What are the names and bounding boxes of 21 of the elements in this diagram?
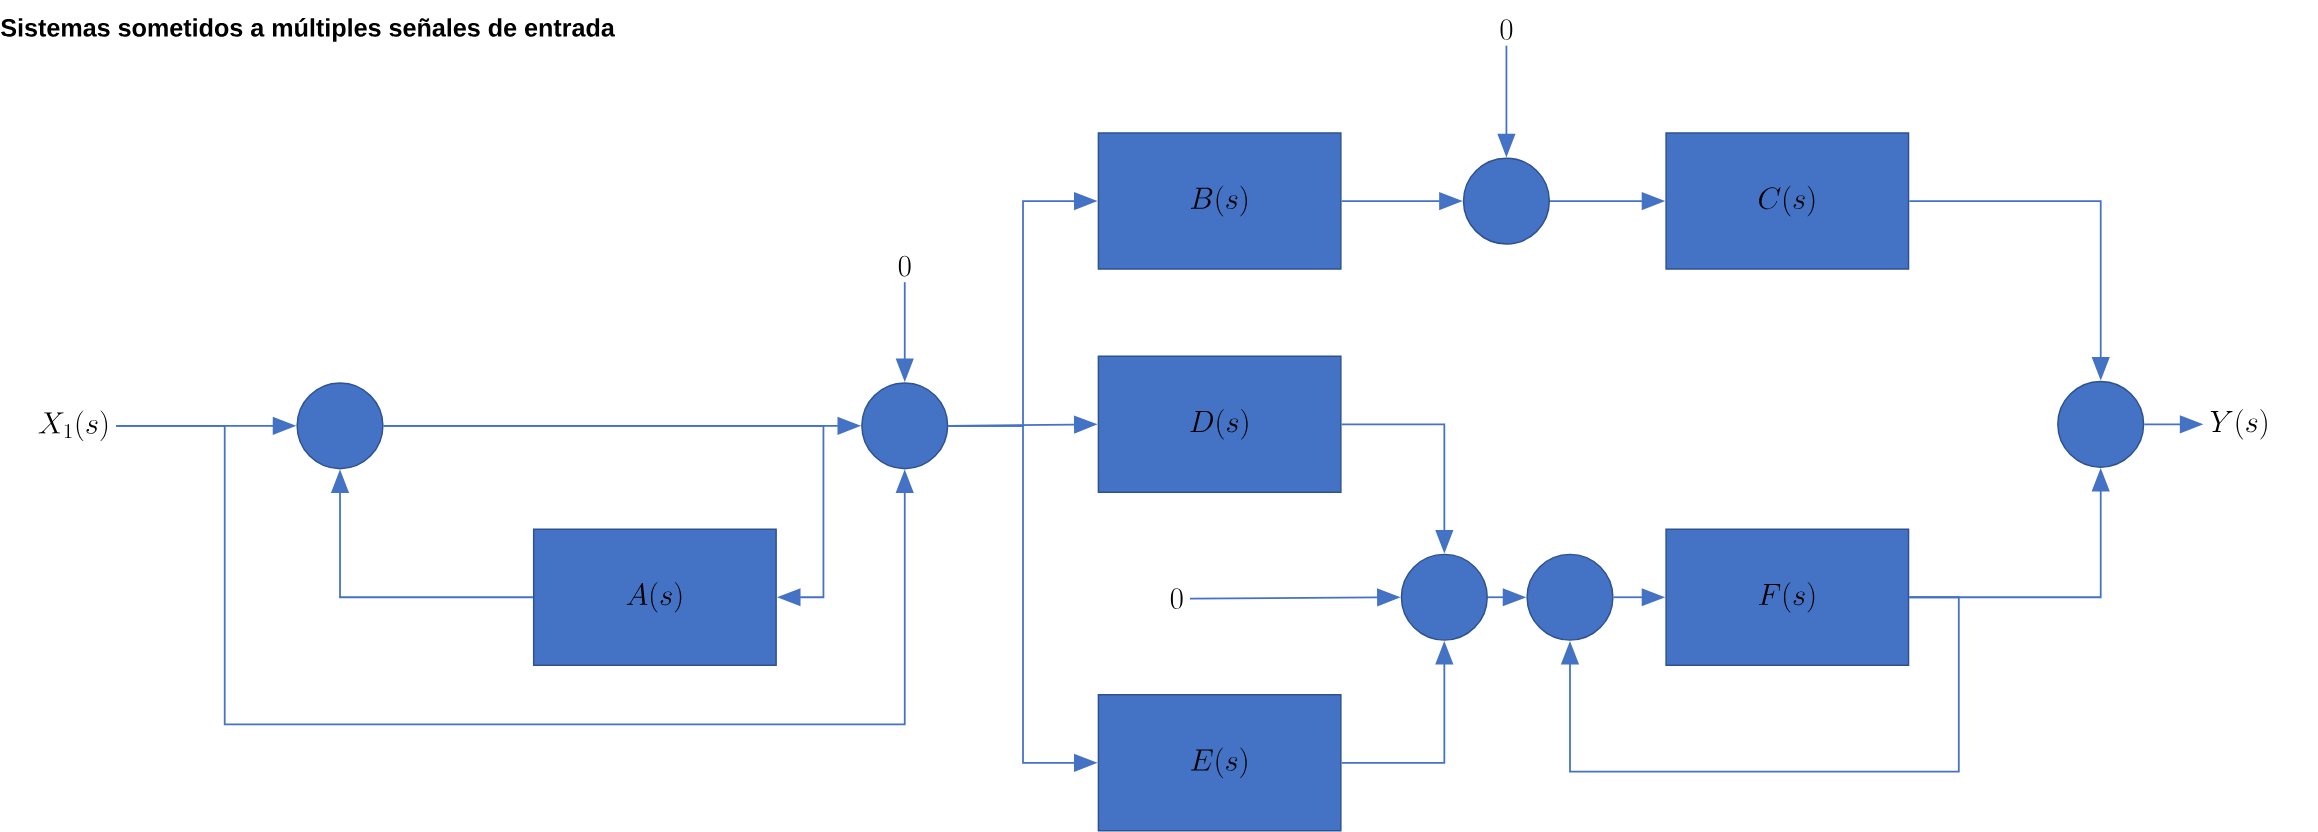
block-box: $B(s)$	[1097, 132, 1342, 270]
block-box: $A(s)$	[532, 528, 777, 666]
arrow	[382, 424, 825, 607]
block-box: $C(s)$	[1665, 132, 1910, 270]
signal-label: $Y(s)$	[2210, 408, 2267, 440]
title: Sistemas sometidos a múltiples señales de entrada	[1, 17, 615, 42]
summing-junction	[1462, 157, 1551, 245]
summing-junction	[861, 382, 949, 470]
signal-label: $0$	[1170, 588, 1183, 609]
signal-label: $0$	[898, 255, 911, 277]
arrow	[1560, 596, 1960, 773]
summing-junction	[1526, 553, 1614, 641]
signal-label: $0$	[1500, 19, 1513, 40]
block-box: $E(s)$	[1097, 693, 1342, 832]
block-box: $D(s)$	[1097, 355, 1342, 493]
arrow	[115, 424, 914, 726]
block-box: $F(s)$	[1665, 528, 1910, 666]
summing-junction	[2057, 380, 2145, 468]
summing-junction	[1400, 553, 1488, 641]
summing-junction	[296, 382, 384, 470]
signal-label: $X_1(s)$	[38, 410, 108, 441]
